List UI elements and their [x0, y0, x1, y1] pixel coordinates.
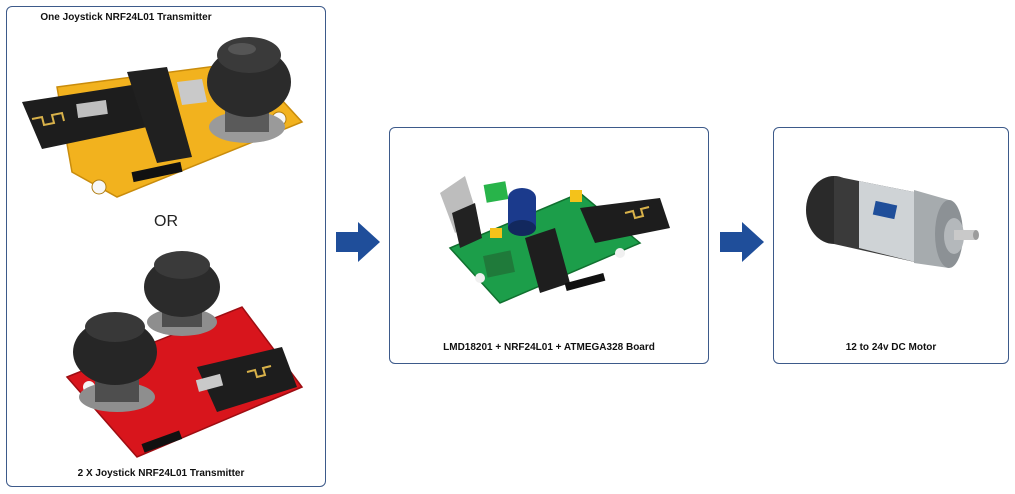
receiver-caption: LMD18201 + NRF24L01 + ATMEGA328 Board — [443, 342, 655, 353]
microcontroller-chip — [525, 228, 570, 293]
transmitter-box: One Joystick NRF24L01 Transmitter OR — [6, 6, 326, 487]
arrow-right-icon — [336, 222, 380, 262]
two-joystick-transmitter-image — [65, 251, 304, 458]
transmitter-top-caption: One Joystick NRF24L01 Transmitter — [40, 12, 212, 23]
one-joystick-transmitter-image — [22, 37, 304, 198]
microcontroller-chip — [127, 67, 192, 163]
dc-motor-image — [806, 176, 979, 268]
motor-caption: 12 to 24v DC Motor — [845, 342, 937, 353]
arrow-right-icon — [720, 222, 764, 262]
transmitter-bottom-caption: 2 X Joystick NRF24L01 Transmitter — [77, 468, 245, 479]
motor-body — [859, 181, 919, 263]
nrf-module — [197, 347, 297, 412]
receiver-board-image — [440, 176, 670, 304]
or-separator: OR — [154, 213, 178, 230]
motor-box: 12 to 24v DC Motor — [773, 127, 1009, 364]
nrf-module — [580, 198, 670, 243]
motor-shaft — [954, 230, 976, 240]
receiver-box: LMD18201 + NRF24L01 + ATMEGA328 Board — [389, 127, 709, 364]
